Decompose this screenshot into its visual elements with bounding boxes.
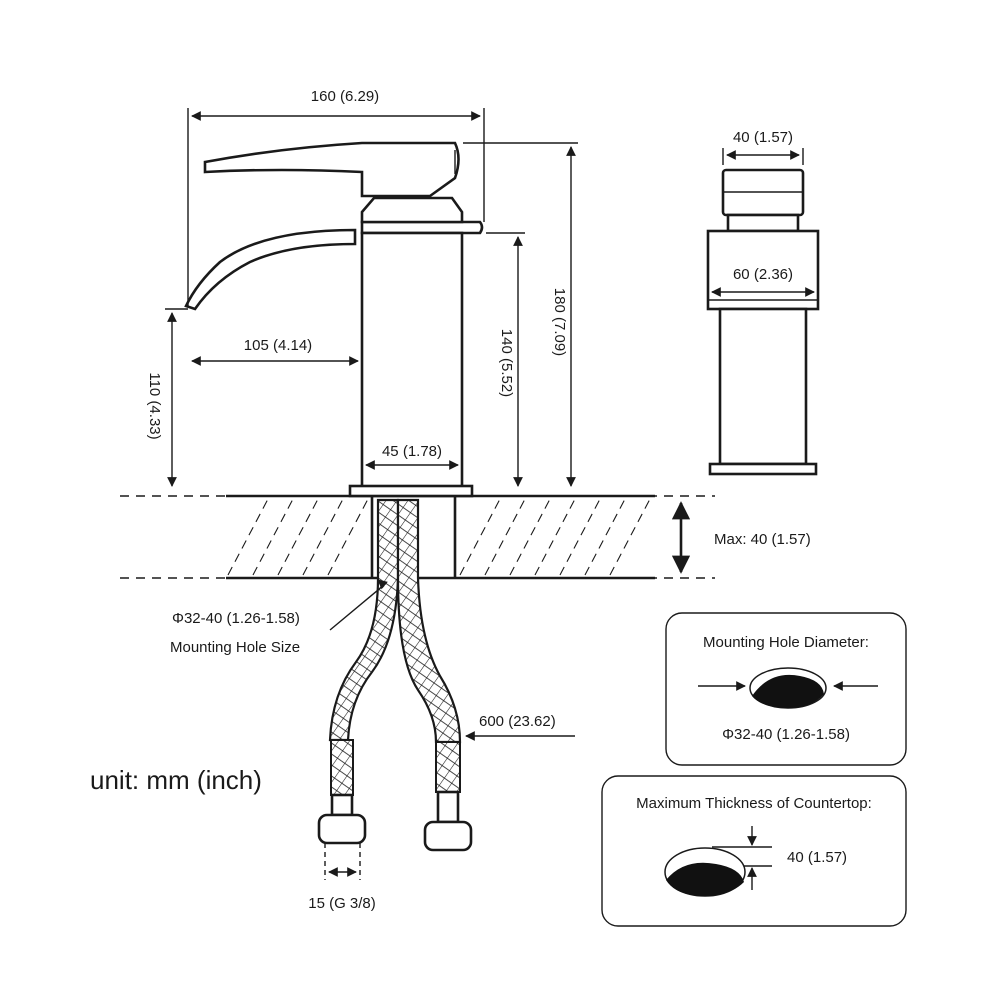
dim-hose-length: 600 (23.62) xyxy=(479,713,556,730)
left-hose-lower xyxy=(330,739,354,796)
panel-hole-title: Mounting Hole Diameter: xyxy=(703,634,869,651)
right-connector-nut xyxy=(423,820,473,852)
lever-handle xyxy=(203,141,460,198)
faucet-side-view xyxy=(706,148,820,476)
dim-hole-size: Φ32-40 (1.26-1.58) xyxy=(172,610,300,627)
panel-mounting-hole xyxy=(665,612,907,766)
waterfall-spout xyxy=(184,228,357,311)
left-hose-ferrule xyxy=(330,793,354,817)
panel-thickness-title: Maximum Thickness of Countertop: xyxy=(636,795,872,812)
dim-max-thickness: Max: 40 (1.57) xyxy=(714,531,811,548)
side-base xyxy=(708,462,818,476)
label-mounting-hole-size: Mounting Hole Size xyxy=(170,639,300,656)
panel-thickness-value: 40 (1.57) xyxy=(787,849,847,866)
spout-top-plate xyxy=(360,220,484,235)
dim-spout-reach: 105 (4.14) xyxy=(244,337,312,354)
faucet-body xyxy=(360,231,464,491)
side-body xyxy=(718,307,808,466)
countertop-hole-shading xyxy=(666,862,744,896)
dim-handle-width: 40 (1.57) xyxy=(733,129,793,146)
dim-spout-height: 110 (4.33) xyxy=(146,372,163,439)
dim-connector: 15 (G 3/8) xyxy=(308,895,376,912)
right-hose-lower xyxy=(435,741,461,793)
left-hose xyxy=(328,498,400,742)
left-connector-nut xyxy=(317,813,367,845)
dim-overall-height: 180 (7.09) xyxy=(551,288,568,356)
faucet-base-plate xyxy=(348,484,474,498)
faucet-front-view xyxy=(184,141,484,498)
panel-hole-value: Φ32-40 (1.26-1.58) xyxy=(722,726,850,743)
dim-body-height: 140 (5.52) xyxy=(498,329,515,397)
right-hose xyxy=(396,498,462,744)
hole-shading xyxy=(752,674,824,708)
dim-side-width: 60 (2.36) xyxy=(733,266,793,283)
water-supply-hoses xyxy=(317,498,473,852)
countertop-hatching xyxy=(227,498,651,576)
handle-cartridge xyxy=(360,196,464,224)
dim-overall-length: 160 (6.29) xyxy=(311,88,379,105)
dimension-lines xyxy=(165,108,578,880)
side-cartridge xyxy=(726,213,800,233)
right-hose-ferrule xyxy=(436,790,460,824)
panel-countertop-thickness xyxy=(601,775,907,927)
dim-base-diameter: 45 (1.78) xyxy=(382,443,442,460)
unit-label: unit: mm (inch) xyxy=(90,765,262,795)
